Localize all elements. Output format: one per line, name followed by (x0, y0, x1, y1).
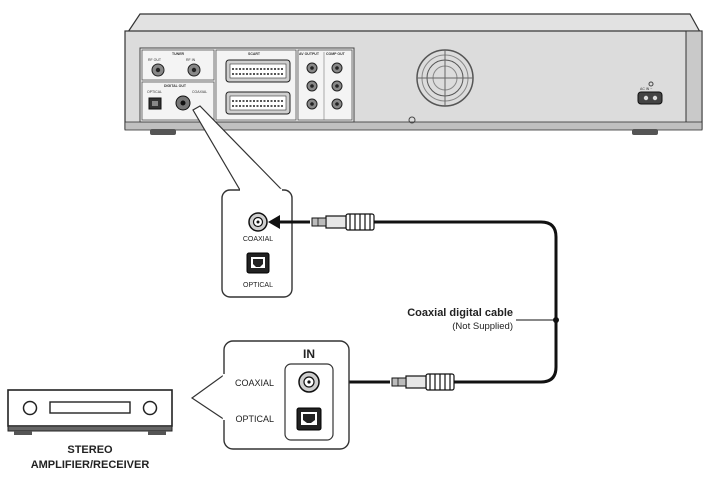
av-output-jacks (306, 62, 318, 110)
cable-name-label: Coaxial digital cable (407, 307, 513, 319)
amp-coaxial-label: COAXIAL (235, 378, 274, 388)
amp-in-label: IN (303, 347, 315, 361)
player-coaxial-label: COAXIAL (243, 236, 273, 243)
dvd-player: TUNER RF OUT RF IN DIGITAL OUT OPTICAL C… (124, 13, 703, 135)
player-foot-left (150, 129, 176, 135)
amp-optical-label: OPTICAL (235, 414, 274, 424)
cable-plug-bottom (391, 373, 455, 391)
amplifier-display (49, 401, 131, 414)
rf-out-label: RF OUT (148, 58, 162, 62)
cable-note-label: (Not Supplied) (452, 321, 513, 332)
arrow-to-player (268, 215, 280, 229)
amplifier-label-line2: AMPLIFIER/RECEIVER (31, 459, 150, 471)
optical-port-label: OPTICAL (147, 90, 162, 94)
comp-out-label: COMP OUT (326, 52, 346, 56)
scart-label: SCART (248, 52, 261, 56)
amplifier-label-line1: STEREO (67, 444, 113, 456)
fan-vent (416, 49, 474, 107)
coaxial-cable: Coaxial digital cable (Not Supplied) (268, 213, 559, 391)
rf-in-label: RF IN (186, 58, 196, 62)
stereo-amplifier: STEREO AMPLIFIER/RECEIVER (7, 389, 173, 471)
amplifier-left-knob (22, 400, 38, 416)
player-top-surface (126, 13, 702, 33)
ac-in-label: AC IN ~ (640, 87, 652, 91)
amplifier-input-callout: IN COAXIAL OPTICAL (190, 340, 350, 450)
cable-plug-top (311, 213, 375, 231)
coaxial-port-label: COAXIAL (192, 90, 207, 94)
player-foot-right (632, 129, 658, 135)
cable-wire (372, 220, 558, 384)
amplifier-right-knob (142, 400, 158, 416)
comp-out-jacks (331, 62, 343, 110)
ac-in-socket (637, 91, 663, 105)
player-optical-label: OPTICAL (243, 282, 273, 289)
tuner-label: TUNER (172, 52, 185, 56)
player-digital-out-callout: COAXIAL OPTICAL (192, 105, 293, 298)
digital-out-label: DIGITAL OUT (164, 84, 187, 88)
av-output-label: AV OUTPUT (299, 52, 320, 56)
